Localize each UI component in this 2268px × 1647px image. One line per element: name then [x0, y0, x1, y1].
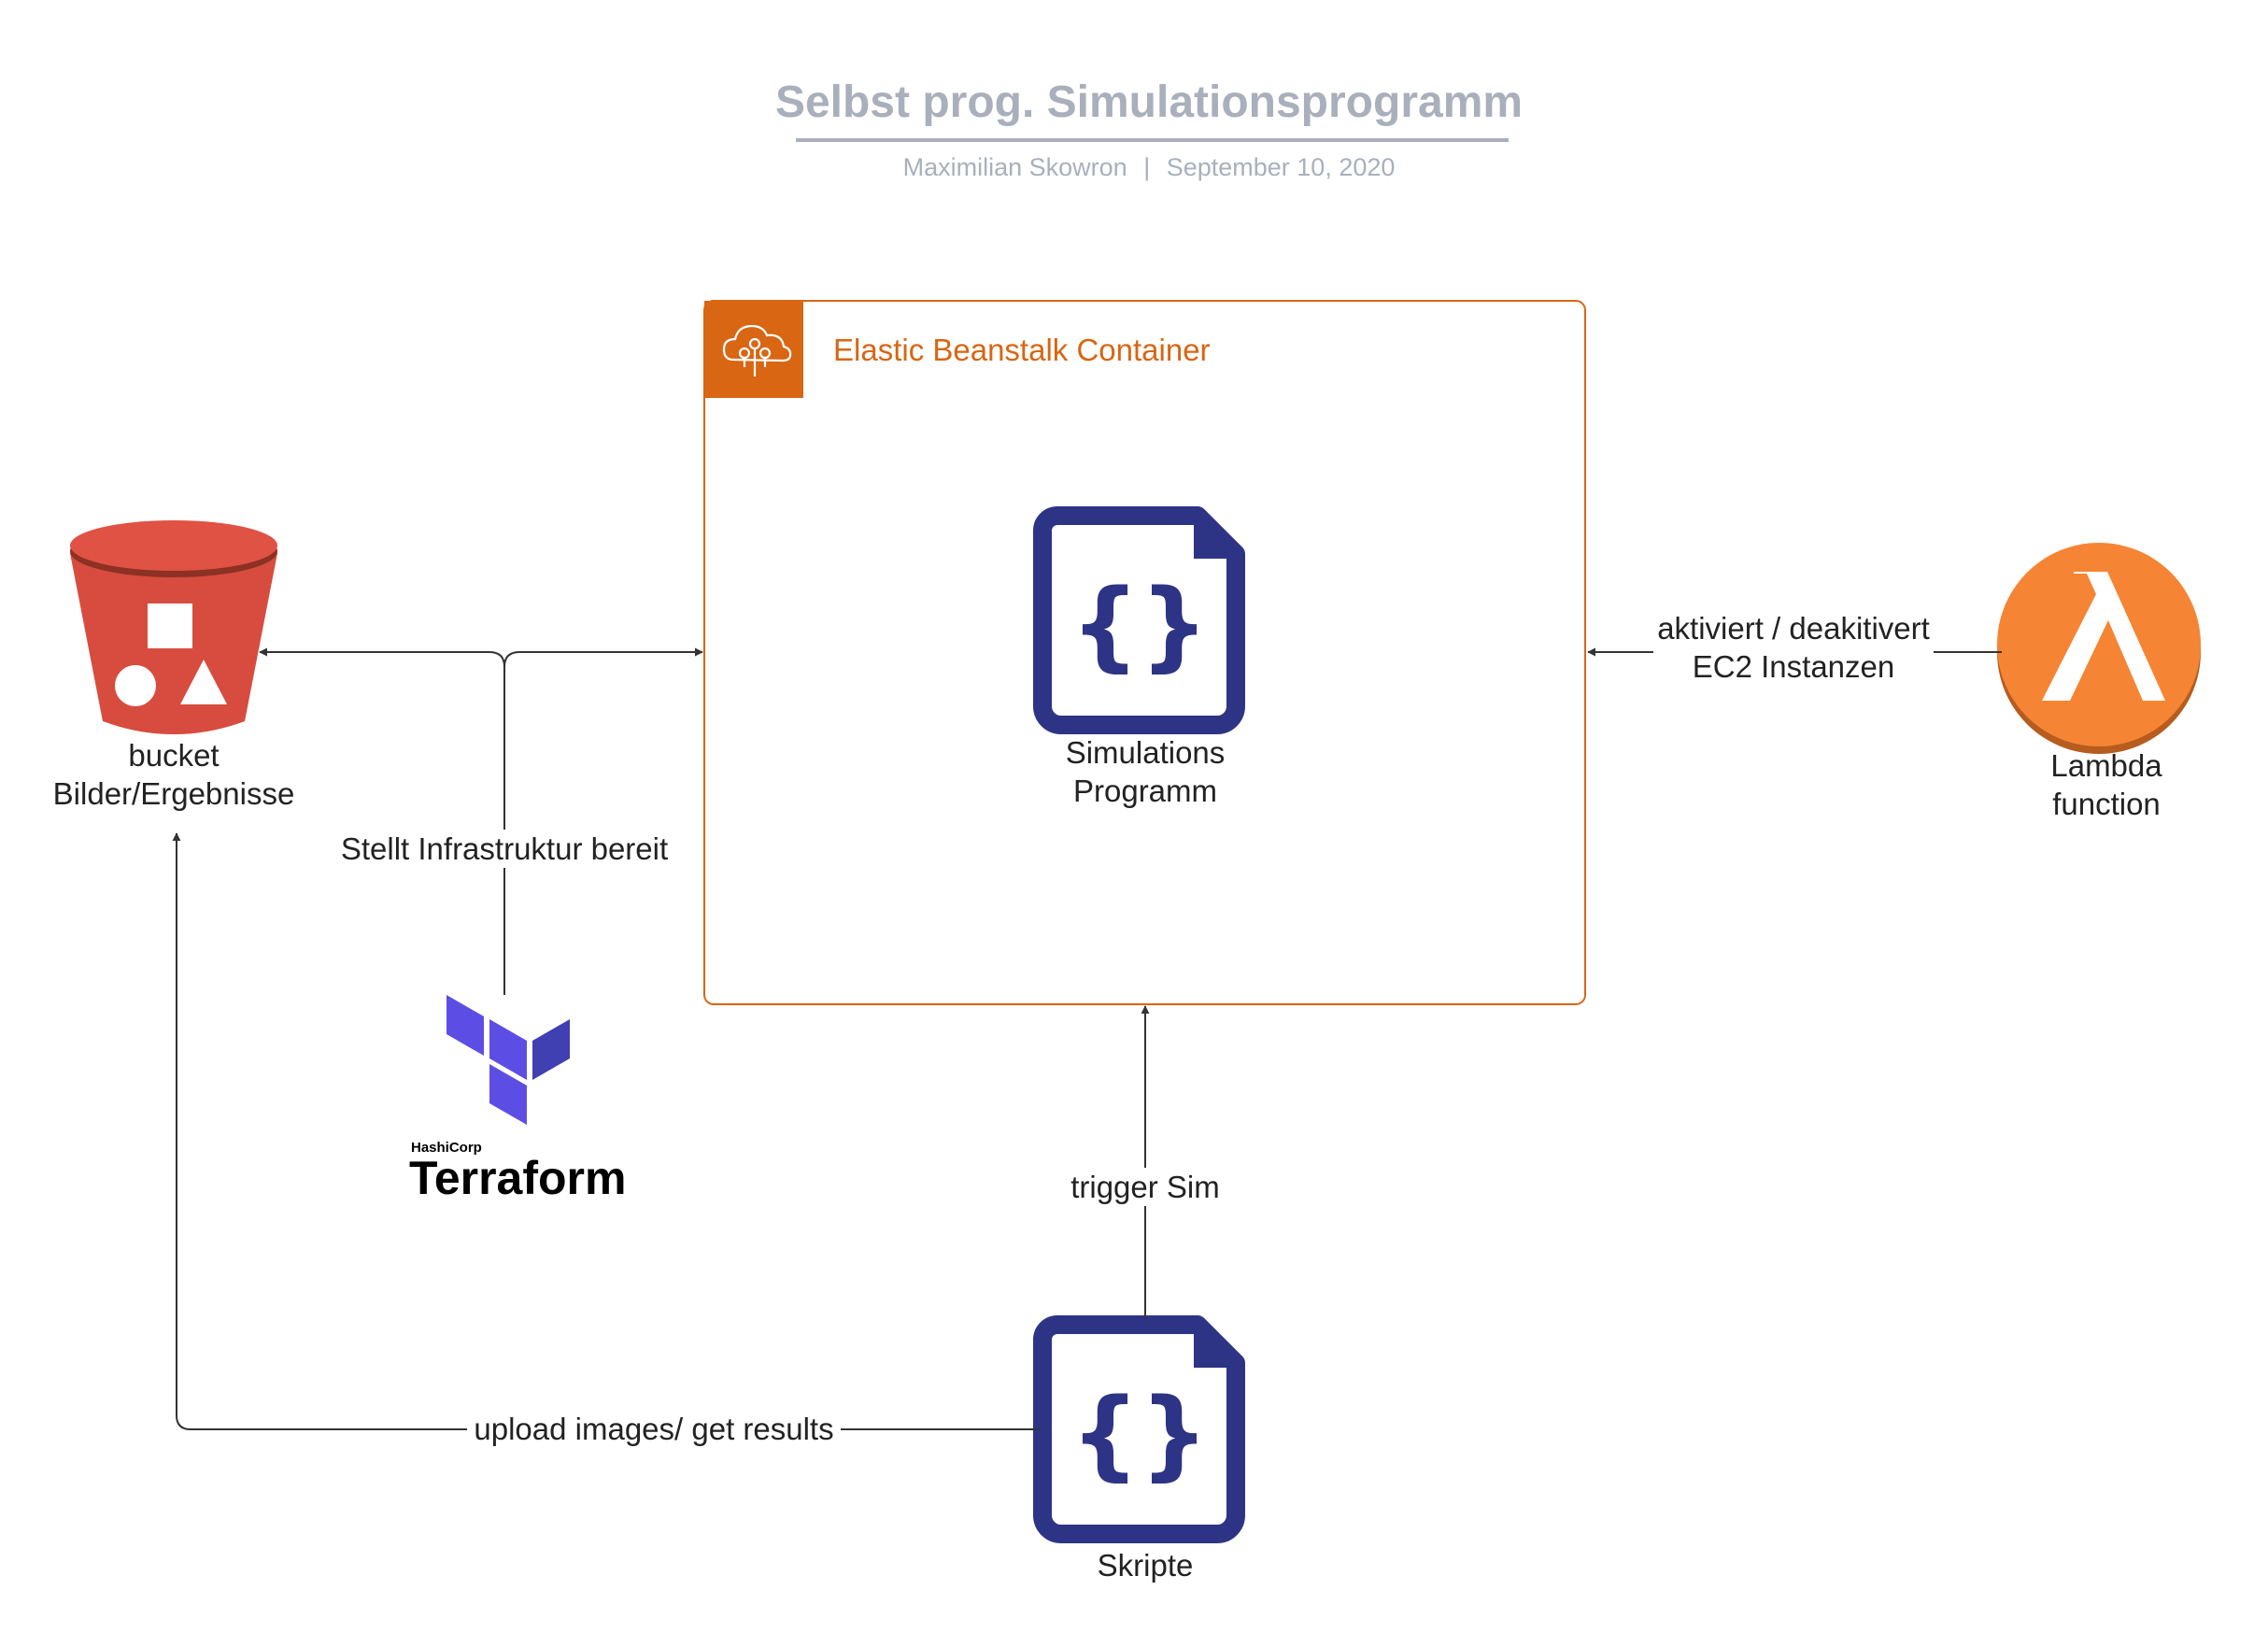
lambda-icon	[1997, 543, 2201, 754]
edge-label-lambda-line1: aktiviert / deakitivert	[1657, 611, 1930, 646]
edge-label-lambda-line2: EC2 Instanzen	[1692, 649, 1895, 684]
svg-text:{}: {}	[1070, 1377, 1209, 1491]
container-title: Elastic Beanstalk Container	[833, 333, 1211, 367]
edge-label-upload: upload images/ get results	[467, 1410, 841, 1448]
code-file-icon: {}	[1033, 506, 1245, 734]
page-subtitle: Maximilian Skowron | September 10, 2020	[0, 153, 2268, 182]
edge-label-lambda: aktiviert / deakitivert EC2 Instanzen	[1653, 609, 1934, 686]
edge-infra-to-container	[503, 647, 703, 668]
author: Maximilian Skowron	[902, 153, 1127, 181]
scripts-label: Skripte	[1097, 1548, 1194, 1583]
terraform-logo-icon: HashiCorp Terraform	[409, 995, 626, 1204]
page-title: Selbst prog. Simulationsprogramm	[774, 78, 1524, 127]
s3-bucket-icon	[70, 520, 277, 734]
edge-label-trigger: trigger Sim	[1052, 1168, 1239, 1206]
bucket-label-line2: Bilder/Ergebnisse	[52, 776, 295, 811]
simulation-label-line1: Simulations	[1065, 735, 1226, 770]
edge-infra-to-bucket	[259, 647, 505, 668]
beanstalk-container[interactable]	[703, 300, 1586, 1005]
title-underline	[796, 138, 1509, 142]
lambda-label-line2: function	[2052, 787, 2161, 821]
terraform-large-text: Terraform	[409, 1152, 626, 1204]
subtitle-separator: |	[1143, 153, 1151, 181]
simulation-label-line2: Programm	[1072, 774, 1218, 808]
edge-label-infra: Stellt Infrastruktur bereit	[318, 830, 691, 868]
date: September 10, 2020	[1166, 153, 1396, 181]
simulation-label: Simulations Programm	[1028, 733, 1263, 810]
elastic-beanstalk-icon	[722, 324, 792, 376]
bucket-label-line1: bucket	[128, 738, 220, 773]
scripts-code-icon: {}	[1033, 1315, 1245, 1543]
lambda-label-line1: Lambda	[2050, 748, 2162, 783]
terraform-small-text: HashiCorp	[411, 1140, 482, 1156]
bucket-label: bucket Bilder/Ergebnisse	[34, 736, 314, 813]
lambda-label: Lambda function	[1990, 746, 2223, 823]
edge-upload	[172, 832, 1041, 1430]
svg-text:{}: {}	[1070, 568, 1209, 682]
